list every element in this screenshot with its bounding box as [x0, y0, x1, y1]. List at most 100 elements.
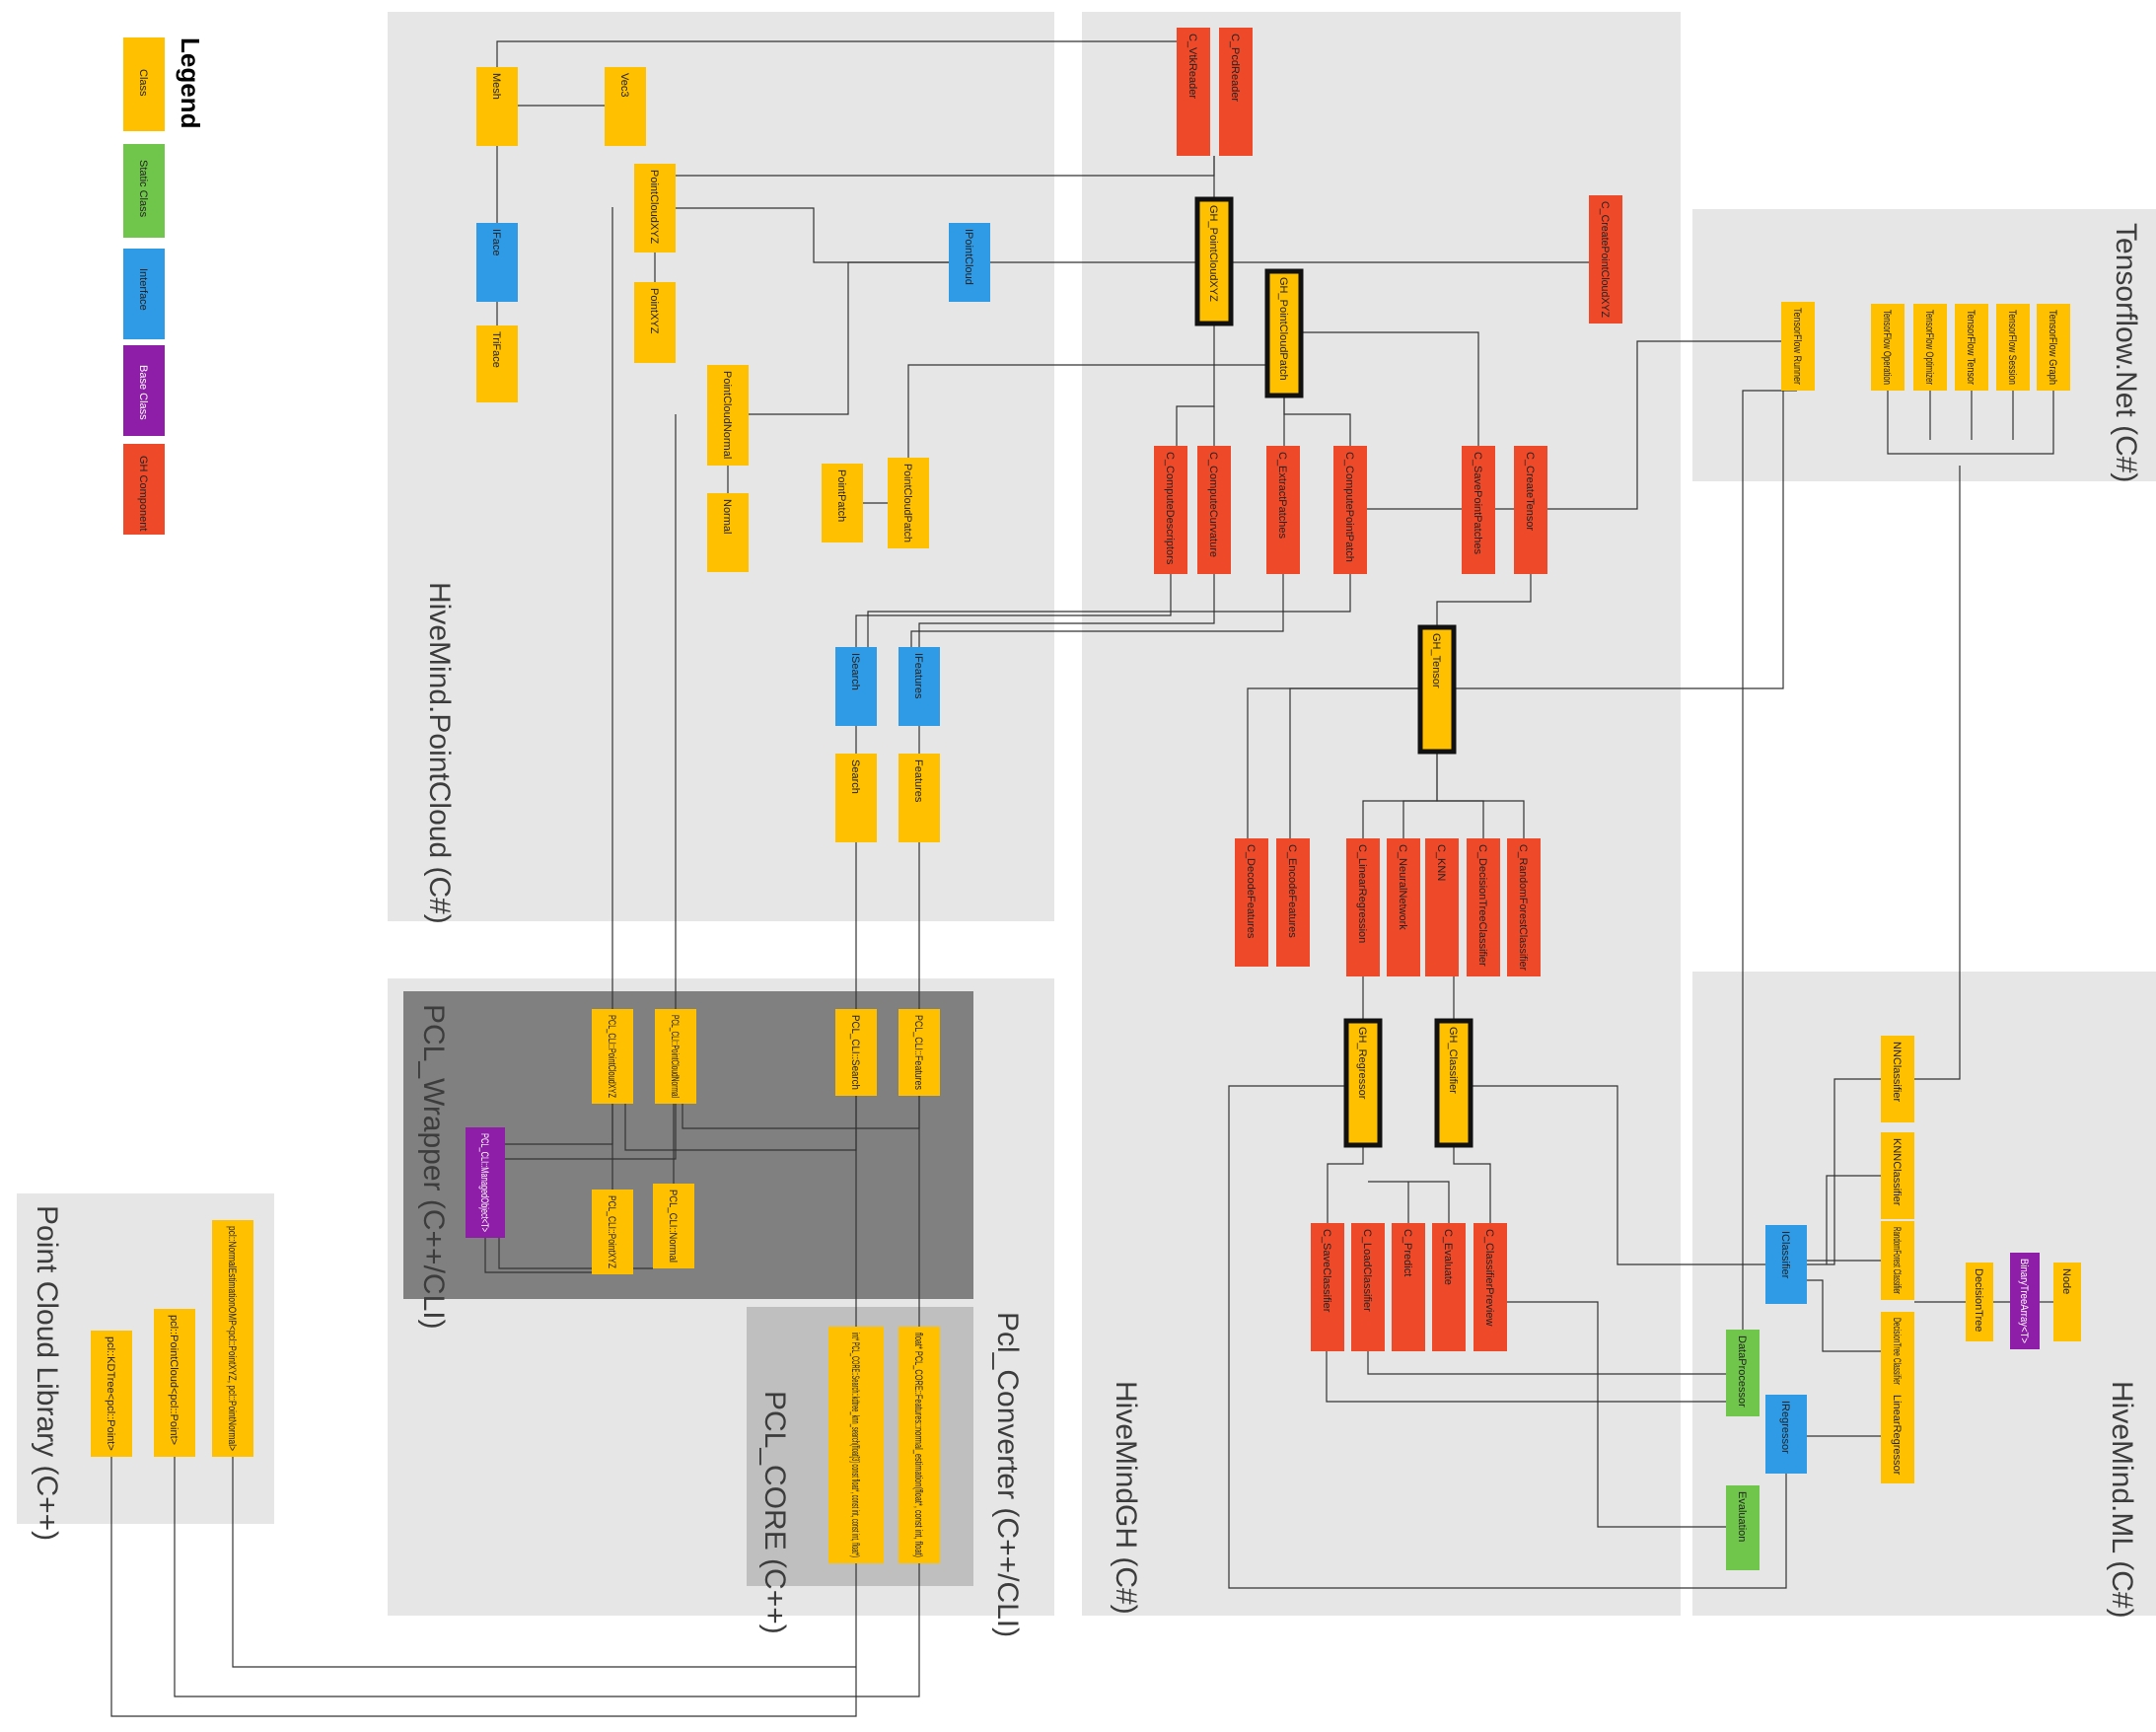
node-box [1333, 446, 1367, 574]
node-c-neuralnetwork: C_NeuralNetwork [1387, 838, 1420, 976]
node-label: NNClassifier [1891, 1042, 1903, 1102]
node-label: GH_PointCloudXYZ [1207, 205, 1219, 302]
group-label-pcl-library: Point Cloud Library (C++) [31, 1205, 63, 1541]
node-label: C_CreateTensor [1524, 452, 1536, 531]
connector-line [1826, 1175, 1881, 1264]
group-label-hivemindgh: HiveMindGH (C#) [1110, 1381, 1142, 1615]
node-c-predict: C_Predict [1392, 1223, 1425, 1351]
node-label: PointCloudPatch [901, 464, 913, 542]
node-label: DataProcessor [1736, 1335, 1748, 1407]
node-dataprocessor: DataProcessor [1726, 1330, 1760, 1416]
node-ifeatures: IFeatures [898, 647, 940, 726]
node-box [1996, 304, 2030, 391]
node-box [1264, 268, 1304, 398]
legend-swatch-static-class [123, 144, 165, 238]
node-box [1197, 446, 1231, 574]
node-box [592, 1009, 633, 1104]
node-label: PCL_CLI::Features [912, 1015, 924, 1090]
node-label: IClassifier [1779, 1231, 1791, 1279]
node-label: ISearch [849, 653, 861, 690]
node-label: TensorFlow Optimizer [1923, 310, 1935, 385]
node-box [1311, 1223, 1344, 1351]
node-c-knn: C_KNN [1425, 838, 1459, 976]
node-gh-tensor: GH_Tensor [1417, 624, 1457, 755]
node-pcl-cli-pointxyz: PCL_CLI::PointXYZ [592, 1190, 633, 1274]
connector-line [1228, 1085, 1787, 1589]
node-box [1871, 304, 1904, 391]
node-c-computecurvature: C_ComputeCurvature [1197, 446, 1231, 574]
connector-line [1807, 1279, 1881, 1352]
legend-swatch-base-class [123, 345, 165, 436]
connector-line [1471, 1085, 1765, 1265]
node-box [898, 1327, 940, 1563]
node-pointcloudxyz: PointCloudXYZ [634, 164, 676, 253]
node-label: TensorFlow Session [2006, 310, 2018, 385]
node-c-saveclassifier: C_SaveClassifier [1311, 1223, 1344, 1351]
node-label: PCL_CLI::Search [849, 1015, 861, 1090]
group-label-pcl-core: PCL_CORE (C++) [758, 1391, 791, 1634]
connector-line [918, 574, 1215, 647]
node-box [898, 647, 940, 726]
node-box [212, 1220, 253, 1457]
connector-line [1742, 390, 1797, 1330]
node-label: RandomForest Classifier [1891, 1227, 1903, 1294]
node-tf-graph: TensorFlow Graph [2037, 304, 2070, 391]
node-box [1467, 838, 1500, 976]
node-pcl-cli-managedobject: PCL_CLI::ManagedObject<T> [466, 1127, 505, 1238]
node-gh-regressor: GH_Regressor [1343, 1018, 1383, 1148]
node-box [1346, 838, 1380, 976]
node-label: C_DecisionTreeClassifier [1476, 844, 1488, 967]
node-label: C_CreatePointCloudXYZ [1599, 201, 1611, 318]
node-label: C_PcdReader [1229, 34, 1241, 102]
node-box [828, 1327, 884, 1563]
connector-line [907, 364, 1267, 458]
node-label: C_ComputeDescriptors [1164, 452, 1176, 565]
node-box [1432, 1223, 1466, 1351]
node-label: DecisionTree [1973, 1268, 1984, 1332]
node-label: C_DecodeFeatures [1245, 844, 1257, 939]
node-mesh: Mesh [476, 67, 518, 146]
node-box [466, 1127, 505, 1238]
node-knnclassifier: KNNClassifier [1881, 1132, 1914, 1219]
node-box [2037, 304, 2070, 391]
connector-line [1454, 391, 1784, 689]
node-box [634, 164, 676, 253]
connector-line [1887, 391, 2054, 455]
node-ipointcloud: IPointCloud [949, 223, 990, 302]
node-box [1387, 838, 1420, 976]
node-label: C_ComputePointPatch [1343, 452, 1355, 562]
node-box [476, 223, 518, 302]
node-c-createpointcloudxyz: C_CreatePointCloudXYZ [1589, 195, 1622, 324]
node-iface: IFace [476, 223, 518, 302]
node-binarytreearray: BinaryTreeArray<T> [2010, 1253, 2040, 1349]
node-box [605, 67, 646, 146]
node-gh-pointcloudpatch: GH_PointCloudPatch [1264, 268, 1304, 398]
group-label-pointcloud: HiveMind.PointCloud (C#) [423, 582, 456, 924]
node-box [653, 1184, 694, 1268]
node-c-decisiontreeclassifier: C_DecisionTreeClassifier [1467, 838, 1500, 976]
node-label: Evaluation [1736, 1491, 1748, 1542]
node-box [1881, 1221, 1914, 1300]
node-label: C_SaveClassifier [1321, 1229, 1332, 1313]
connector-line [1283, 396, 1351, 446]
node-pointcloudnormal: PointCloudNormal [707, 365, 749, 466]
node-label: int* PCL_CORE::Search::kdtree_knn_search… [849, 1333, 861, 1557]
node-label: TensorFlow Operation [1881, 310, 1893, 385]
node-c-randomforestclassifier: C_RandomForestClassifier [1507, 838, 1541, 976]
node-box [835, 1009, 877, 1096]
node-label: TriFace [490, 331, 502, 368]
connector-line [484, 1238, 592, 1273]
node-label: PCL_CLI::PointCloudXYZ [606, 1015, 617, 1098]
node-label: GH_Tensor [1430, 633, 1442, 688]
connector-line [1289, 687, 1420, 838]
node-label: C_NeuralNetwork [1397, 844, 1408, 930]
node-gh-classifier: GH_Classifier [1434, 1018, 1473, 1148]
legend-label-gh-component: GH Component [137, 456, 149, 531]
node-pcl-cli-search: PCL_CLI::Search [835, 1009, 877, 1096]
node-box [1881, 1312, 1914, 1391]
node-box [2053, 1263, 2081, 1341]
connector-line [1436, 574, 1532, 627]
node-label: C_ExtractPatches [1276, 452, 1288, 540]
node-nnclassifier: NNClassifier [1881, 1036, 1914, 1122]
